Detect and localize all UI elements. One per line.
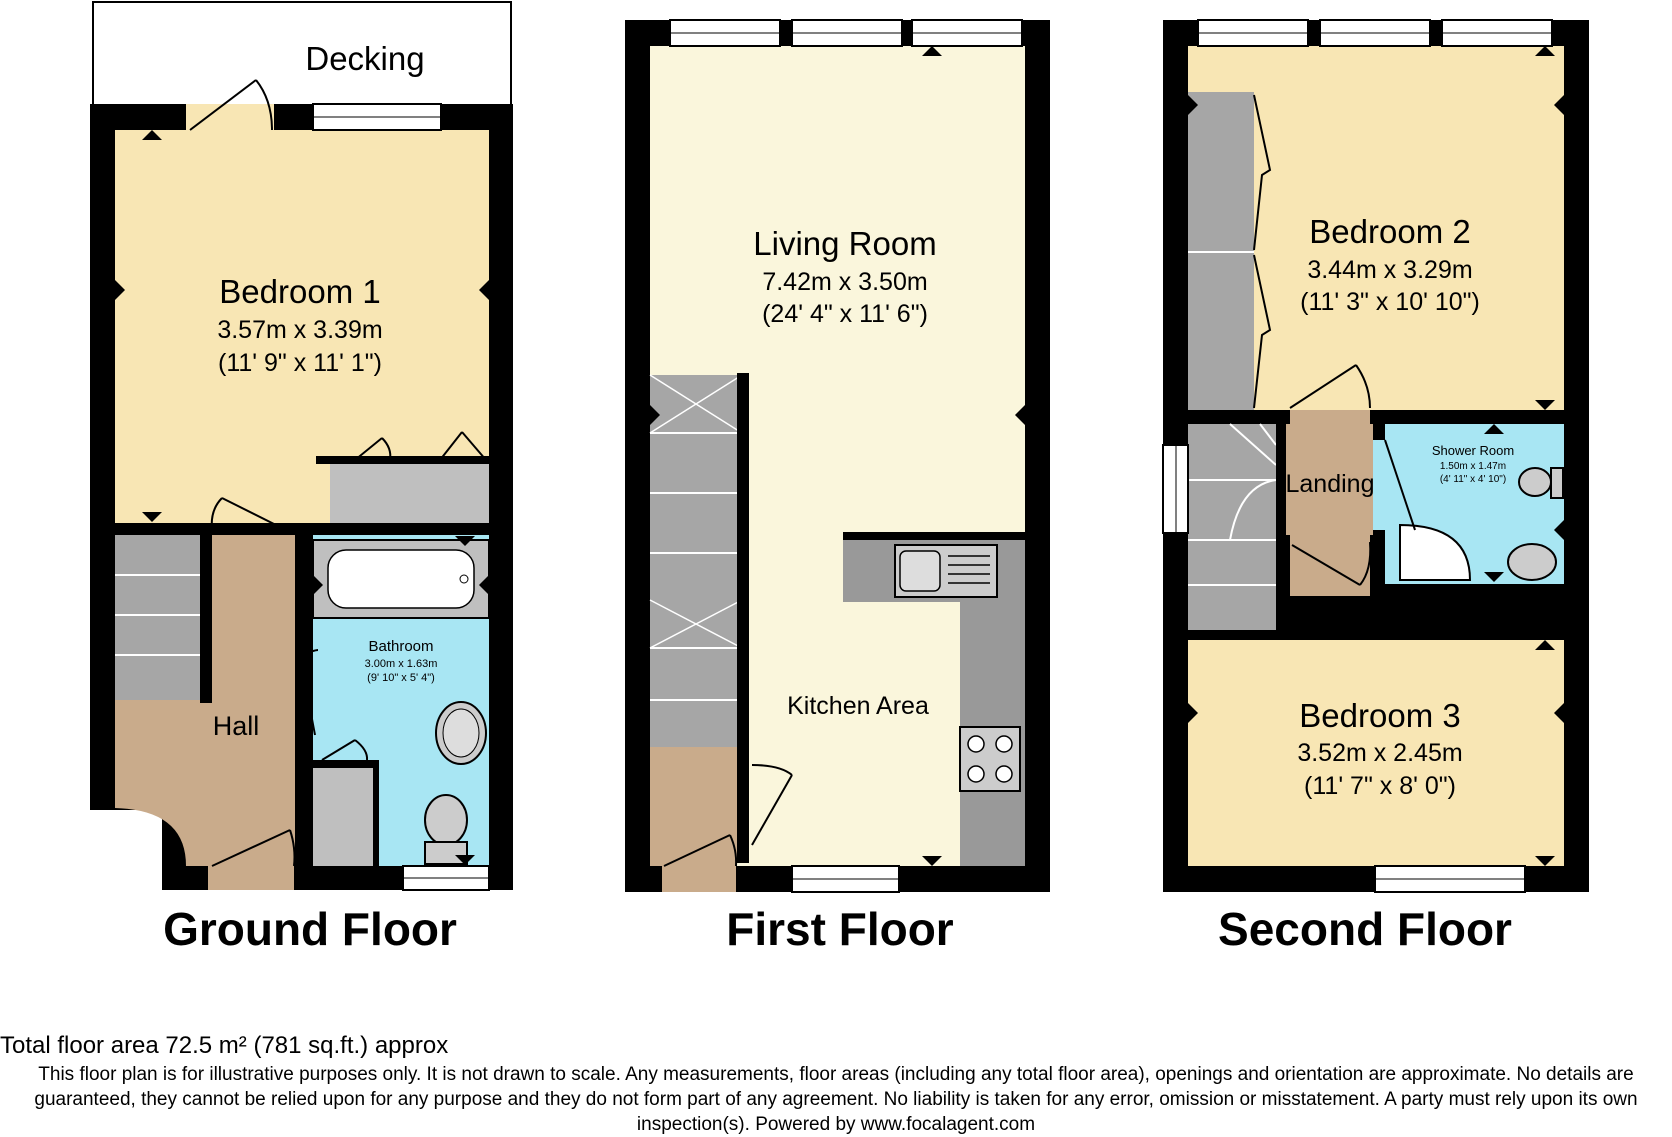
kitchen-hob bbox=[959, 726, 1021, 792]
bathroom-metric: 3.00m x 1.63m bbox=[365, 658, 438, 670]
second-door-swings bbox=[1289, 364, 1416, 586]
stair-side-wall bbox=[1276, 424, 1286, 630]
hob-rings bbox=[967, 735, 1013, 783]
ground-floor-title: Ground Floor bbox=[163, 903, 457, 955]
stair-bottom-wall bbox=[1188, 630, 1276, 640]
decking-area bbox=[92, 1, 512, 107]
second-floor-plan bbox=[1162, 19, 1589, 893]
first-door-swings bbox=[663, 764, 793, 867]
cupboard-wall bbox=[313, 760, 379, 768]
bedroom3-imperial: (11' 7" x 8' 0") bbox=[1304, 772, 1456, 800]
bath-basin bbox=[327, 549, 475, 609]
front-door-opening bbox=[208, 866, 294, 890]
decking-door-opening bbox=[186, 104, 274, 130]
second-stair-treads bbox=[1188, 423, 1277, 586]
first-floor-title: First Floor bbox=[726, 903, 954, 955]
shower-room-sink bbox=[1507, 543, 1557, 581]
bedroom2-door-opening bbox=[1290, 410, 1370, 424]
ground-floor-plan bbox=[90, 1, 513, 891]
bedroom3-door-opening bbox=[1290, 535, 1370, 596]
first-lobby bbox=[650, 747, 737, 866]
living-room-name: Living Room bbox=[753, 225, 936, 262]
cupboard-side-wall bbox=[373, 760, 379, 866]
sink-bowl bbox=[899, 550, 941, 592]
bathroom-toilet bbox=[424, 794, 468, 846]
bedroom2-imperial: (11' 3" x 10' 10") bbox=[1300, 288, 1480, 316]
bedroom1-name: Bedroom 1 bbox=[219, 273, 380, 310]
stair-wall bbox=[200, 525, 212, 703]
disclaimer-text: This floor plan is for illustrative purp… bbox=[34, 1064, 1638, 1135]
bedroom1-imperial: (11' 9" x 11' 1") bbox=[218, 349, 382, 377]
bedroom2-metric: 3.44m x 3.29m bbox=[1307, 256, 1472, 284]
shower-room-imperial: (4' 11" x 4' 10") bbox=[1440, 474, 1506, 485]
shower-room-metric: 1.50m x 1.47m bbox=[1440, 461, 1506, 472]
first-stair-arrows bbox=[649, 374, 743, 649]
bedroom3-top-wall bbox=[1276, 596, 1564, 640]
bathroom-wall bbox=[295, 523, 313, 890]
first-door-opening bbox=[662, 866, 736, 892]
shower-room-toilet bbox=[1518, 467, 1552, 497]
stair-divider-wall bbox=[737, 373, 749, 863]
bedroom2-name: Bedroom 2 bbox=[1309, 213, 1470, 250]
second-floor-title: Second Floor bbox=[1218, 903, 1512, 955]
bathroom-name: Bathroom bbox=[368, 638, 433, 655]
bedroom1-metric: 3.57m x 3.39m bbox=[217, 316, 382, 344]
shower-room-name: Shower Room bbox=[1432, 443, 1514, 458]
total-floor-area: Total floor area 72.5 m² (781 sq.ft.) ap… bbox=[0, 1032, 449, 1059]
sink-bowl bbox=[442, 708, 480, 758]
kitchen-label: Kitchen Area bbox=[787, 692, 929, 720]
floor-plan-drawing: Decking Bedroom 1 3.57m x 3.39m (11' 9" … bbox=[90, 1, 1589, 893]
bedroom3-name: Bedroom 3 bbox=[1299, 697, 1460, 734]
wardrobe-wall bbox=[316, 456, 489, 464]
second-dimension-markers bbox=[1188, 46, 1564, 866]
first-dimension-markers bbox=[650, 46, 1025, 866]
bathroom-cupboard bbox=[313, 765, 373, 866]
hall-label: Hall bbox=[213, 711, 260, 741]
wardrobe-doors bbox=[1253, 94, 1272, 409]
ground-door-swings bbox=[189, 79, 487, 867]
second-windows bbox=[1197, 19, 1553, 893]
bedroom3-floor bbox=[1188, 640, 1564, 866]
stair-top-wall bbox=[115, 523, 215, 529]
shower-bottom-wall bbox=[1373, 584, 1564, 596]
ground-wardrobe bbox=[330, 463, 489, 523]
ground-dimension-markers bbox=[115, 130, 489, 865]
first-stair-treads bbox=[650, 432, 742, 701]
living-room-imperial: (24' 4" x 11' 6") bbox=[762, 300, 928, 328]
ground-stairs bbox=[115, 535, 205, 700]
kitchen-wall-edge bbox=[843, 532, 1025, 540]
bathroom-imperial: (9' 10" x 5' 4") bbox=[367, 672, 435, 684]
decking-label: Decking bbox=[305, 40, 424, 77]
toilet-cistern bbox=[424, 841, 468, 865]
living-room-metric: 7.42m x 3.50m bbox=[762, 268, 927, 296]
ground-stair-treads bbox=[115, 574, 205, 656]
landing-floor bbox=[1286, 424, 1373, 535]
shower-door-opening bbox=[1373, 440, 1385, 530]
landing-label: Landing bbox=[1286, 470, 1375, 498]
drainer-lines bbox=[948, 555, 990, 584]
bedroom3-metric: 3.52m x 2.45m bbox=[1297, 739, 1462, 767]
bathroom-top-wall bbox=[295, 523, 489, 535]
first-stairs bbox=[650, 375, 742, 747]
bath-drain bbox=[459, 574, 469, 584]
first-floor-plan bbox=[625, 19, 1050, 893]
first-windows bbox=[669, 19, 1023, 893]
shower-tray bbox=[1399, 523, 1472, 581]
toilet-cistern bbox=[1550, 467, 1564, 499]
